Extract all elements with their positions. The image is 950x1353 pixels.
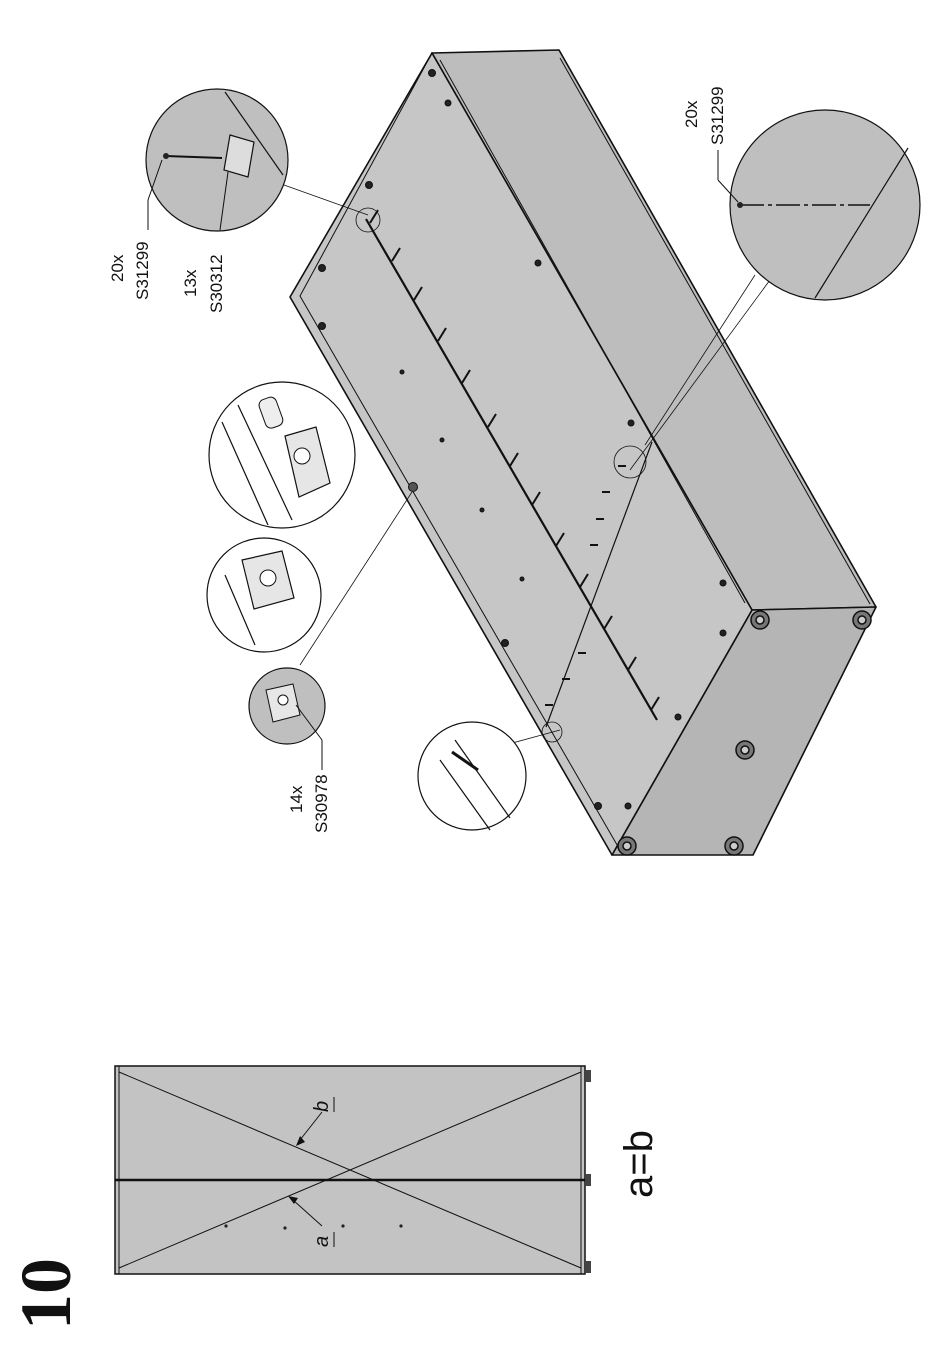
callout-qty: 20x (108, 254, 127, 282)
detail-screw-block-grey (249, 668, 325, 744)
foot (725, 837, 743, 855)
callout-part: S31299 (133, 241, 152, 300)
equation-label: a=b (617, 1130, 661, 1198)
detail-screw-block-small (207, 538, 321, 652)
foot (736, 741, 754, 759)
detail-nailing (418, 722, 562, 830)
callout-qty: 13x (181, 269, 200, 297)
squareness-check-diagram: b a (115, 1066, 591, 1274)
diagonal-label-b: b (311, 1101, 333, 1112)
callout-part: S31299 (708, 86, 727, 145)
foot (751, 611, 769, 629)
diagonal-label-a: a (311, 1236, 333, 1247)
callout-part: S30978 (312, 774, 331, 833)
callout-qty: 20x (682, 100, 701, 128)
foot (853, 611, 871, 629)
callout-qty: 14x (287, 785, 306, 813)
callout-s31299-right: 20x S31299 (682, 86, 738, 202)
callout-part: S30312 (207, 254, 226, 313)
step-number: 10 (6, 1258, 86, 1330)
foot (618, 837, 636, 855)
